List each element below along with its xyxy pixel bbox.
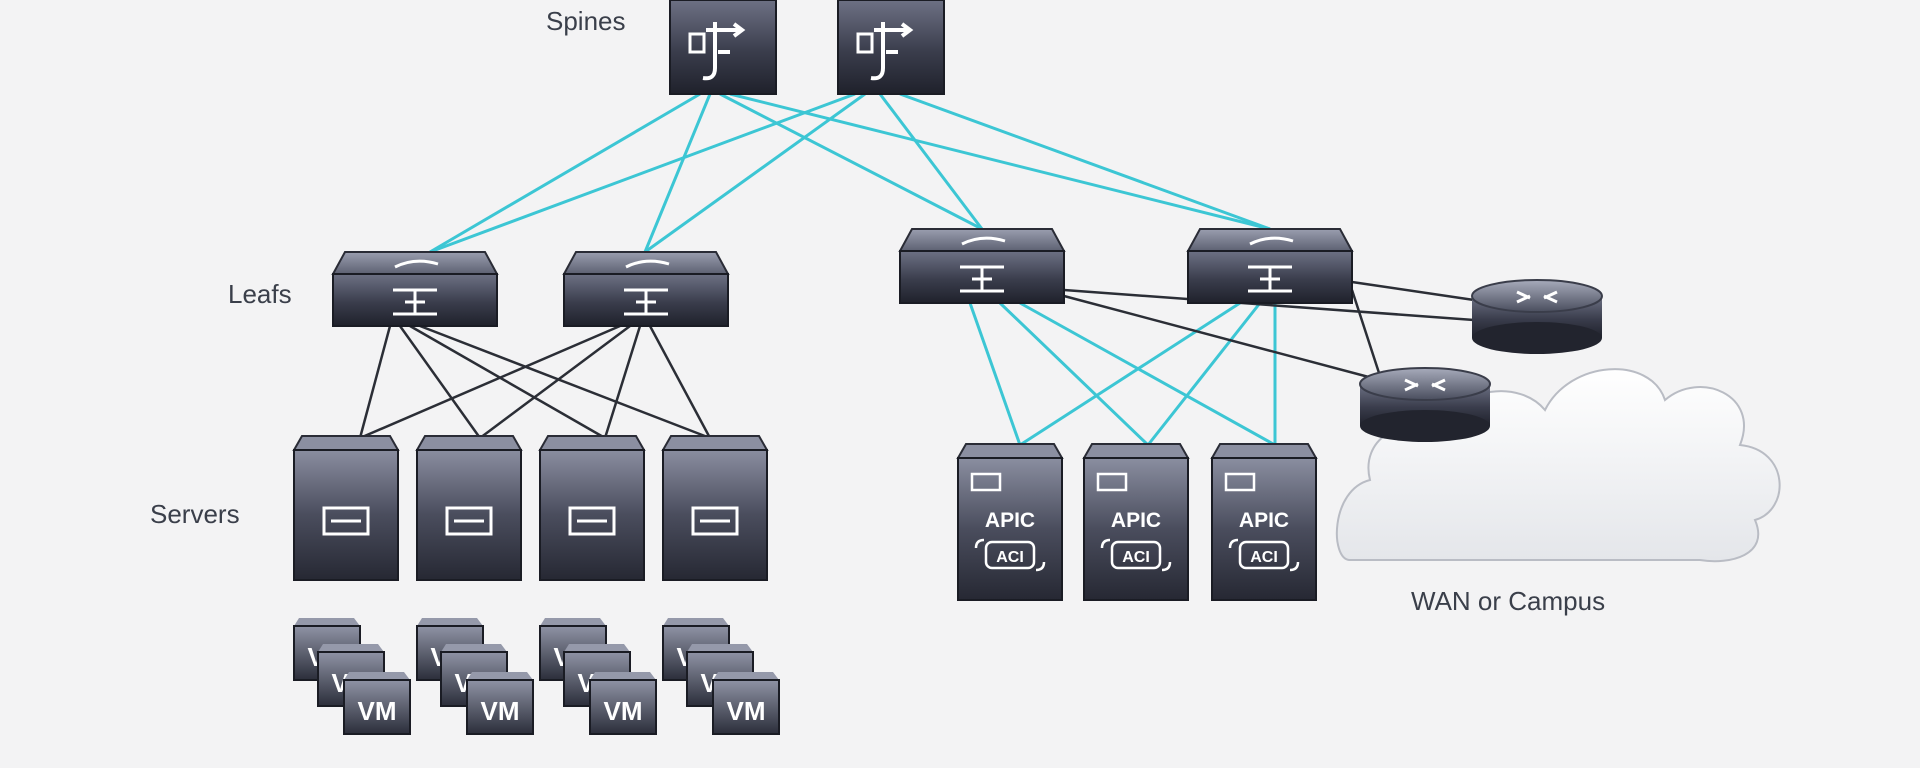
fabric-link (998, 301, 1150, 447)
access-link (603, 325, 642, 439)
aci-label: ACI (996, 549, 1024, 566)
server-3 (538, 435, 646, 581)
access-link (398, 325, 482, 439)
vm-label: VM (358, 696, 397, 726)
access-link (1351, 280, 1475, 302)
fabric-link (1146, 302, 1262, 446)
access-link (1063, 294, 1381, 382)
apic-group: APIC ACI APIC ACI APIC ACI (956, 443, 1318, 601)
vm-icon (343, 679, 411, 735)
fabric-link (1019, 301, 1276, 447)
spine-arrows-icon (870, 22, 914, 81)
apic-1: APIC ACI (956, 443, 1064, 601)
apic-controller-icon (1083, 457, 1189, 601)
access-link (1350, 289, 1382, 377)
apic-label: APIC (985, 509, 1035, 532)
vm-icon (712, 679, 780, 735)
fabric-link (878, 93, 984, 230)
fabric-link (644, 92, 866, 254)
leafs-label: Leafs (228, 279, 292, 309)
access-link (409, 324, 606, 440)
spine-switch-icon (669, 0, 777, 95)
vm-icon (466, 679, 534, 735)
servers-label: Servers (150, 499, 240, 529)
vm-box: VM (712, 672, 780, 735)
fabric-link (1019, 301, 1241, 447)
leaf-switch-1 (331, 251, 499, 327)
server-icon (662, 449, 768, 581)
fabric-link (899, 92, 1271, 231)
leaf-switch-3 (898, 228, 1066, 304)
access-link (358, 325, 392, 439)
spine-arrows-icon (702, 22, 746, 81)
fabric-link (643, 93, 712, 253)
vm-icon (589, 679, 657, 735)
leaf-switch-2 (562, 251, 730, 327)
server-1 (292, 435, 400, 581)
aci-label: ACI (1250, 549, 1278, 566)
fabric-link (429, 92, 856, 254)
server-4 (661, 435, 769, 581)
apic-label: APIC (1239, 509, 1289, 532)
spine-switch-icon (837, 0, 945, 95)
access-link (419, 324, 711, 440)
leaf-switch-4 (1186, 228, 1354, 304)
server-group (292, 435, 769, 581)
fabric-link (719, 92, 983, 231)
server-icon (539, 449, 645, 581)
links-layer (358, 92, 1475, 447)
vm-box: VM (343, 672, 411, 735)
access-link (1063, 288, 1475, 322)
fabric-link (429, 92, 701, 254)
spine-switch-1 (669, 0, 777, 95)
vm-group: VMVMVMVMVMVMVMVMVMVMVMVM (293, 618, 780, 735)
router-1 (1471, 279, 1603, 354)
server-icon (293, 449, 399, 581)
vm-label: VM (481, 696, 520, 726)
vm-box: VM (466, 672, 534, 735)
access-link (479, 324, 631, 440)
spine-switch-2 (837, 0, 945, 95)
apic-controller-icon (957, 457, 1063, 601)
vm-label: VM (727, 696, 766, 726)
fabric-link (968, 302, 1022, 446)
server-icon (416, 449, 522, 581)
access-link (648, 325, 712, 439)
apic-3: APIC ACI (1210, 443, 1318, 601)
router-icon (1359, 367, 1491, 401)
wan-label: WAN or Campus (1411, 586, 1605, 616)
aci-label: ACI (1122, 549, 1150, 566)
leaf-switch-icon (899, 250, 1065, 304)
fabric-link (729, 92, 1271, 231)
vm-label: VM (604, 696, 643, 726)
server-2 (415, 435, 523, 581)
spines-label: Spines (546, 6, 626, 36)
apic-2: APIC ACI (1082, 443, 1190, 601)
router-2 (1359, 367, 1491, 442)
apic-controller-icon (1211, 457, 1317, 601)
access-link (359, 324, 621, 440)
apic-label: APIC (1111, 509, 1161, 532)
router-icon (1471, 279, 1603, 313)
vm-box: VM (589, 672, 657, 735)
